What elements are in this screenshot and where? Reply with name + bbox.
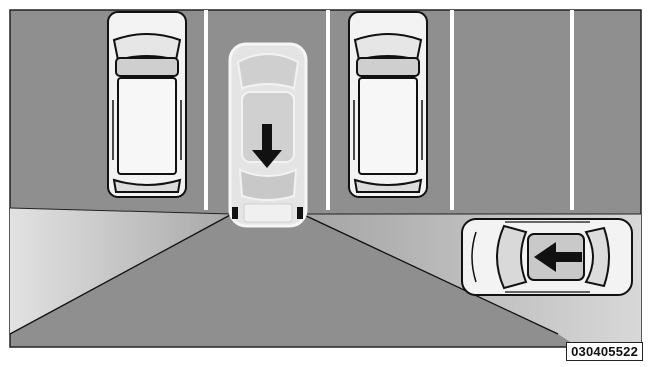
figure-id-label: 030405522 — [566, 342, 643, 361]
parked-car-right — [349, 12, 427, 197]
rear-sensor-left — [232, 207, 238, 219]
parked-car-left — [108, 12, 186, 197]
rear-sensor-right — [297, 207, 303, 219]
